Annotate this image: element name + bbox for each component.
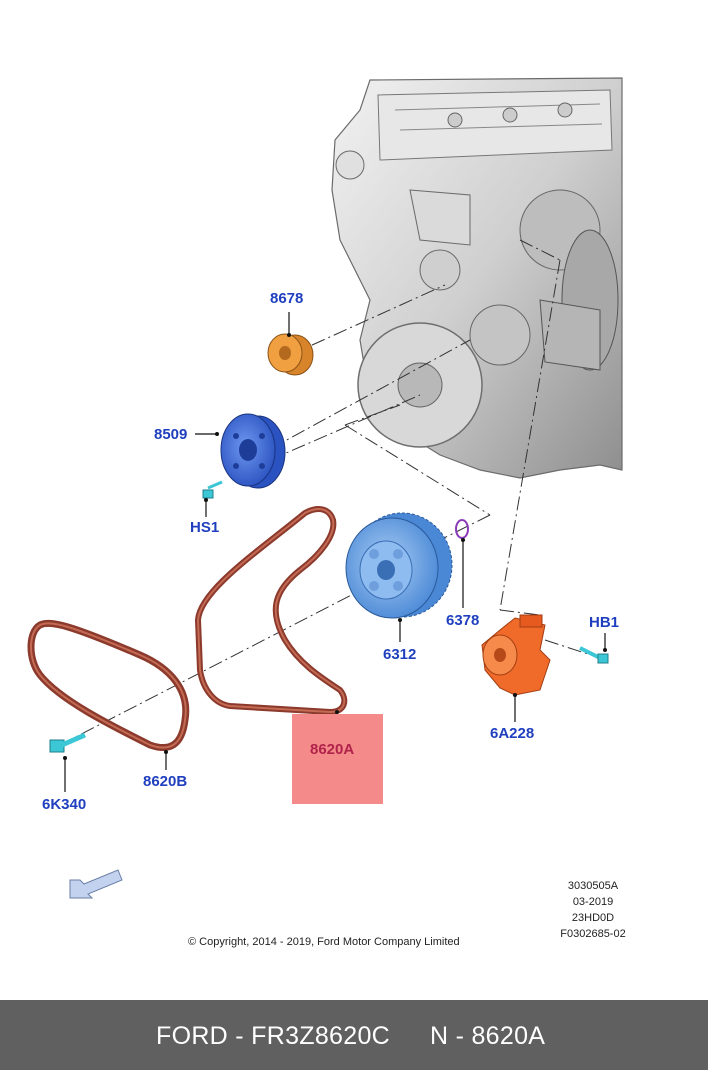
pulley-8509 xyxy=(220,413,286,489)
idler-pulley-8678 xyxy=(267,333,314,376)
belt-8620a-edge xyxy=(196,508,346,714)
leader-dots xyxy=(63,333,607,760)
belt-8620b-edge xyxy=(30,622,187,749)
tensioner-6a228 xyxy=(481,614,551,696)
diagram-svg xyxy=(27,77,623,899)
engine-block xyxy=(331,77,623,479)
crank-damper-6312 xyxy=(345,512,453,619)
footer-part-number: FORD - FR3Z8620C xyxy=(156,1022,391,1050)
callout-8678: 8678 xyxy=(270,290,304,307)
meta-code: F0302685-02 xyxy=(560,928,626,940)
callout-8509: 8509 xyxy=(154,426,188,443)
bolt-hs1 xyxy=(202,480,223,499)
callout-6378: 6378 xyxy=(446,612,480,629)
copyright-text: © Copyright, 2014 - 2019, Ford Motor Com… xyxy=(188,936,460,948)
callout-6312: 6312 xyxy=(383,646,417,663)
meta-code: 23HD0D xyxy=(571,912,615,924)
bolt-6k340 xyxy=(49,732,86,753)
callout-6k340: 6K340 xyxy=(42,796,87,813)
callout-hb1: HB1 xyxy=(589,614,620,631)
highlight-box-8620a xyxy=(292,714,383,804)
meta-code: 3030505A xyxy=(567,880,619,892)
callout-8620b: 8620B xyxy=(143,773,188,790)
callout-6a228: 6A228 xyxy=(490,725,535,742)
exploded-diagram: 8678 8509 HS1 6378 HB1 6312 6A228 8620A … xyxy=(27,77,638,948)
callout-hs1: HS1 xyxy=(190,519,220,536)
bolt-hb1 xyxy=(579,646,609,664)
direction-arrow-icon xyxy=(69,869,123,899)
footer-reference: N - 8620A xyxy=(430,1022,546,1050)
center-lines xyxy=(59,239,601,746)
callout-8620a: 8620A xyxy=(310,741,355,758)
footer-bar: FORD - FR3Z8620C N - 8620A xyxy=(0,1000,708,1070)
meta-codes: 3030505A 03-2019 23HD0D F0302685-02 xyxy=(548,878,638,942)
o-ring-6378 xyxy=(455,519,469,539)
meta-date: 03-2019 xyxy=(572,896,614,908)
